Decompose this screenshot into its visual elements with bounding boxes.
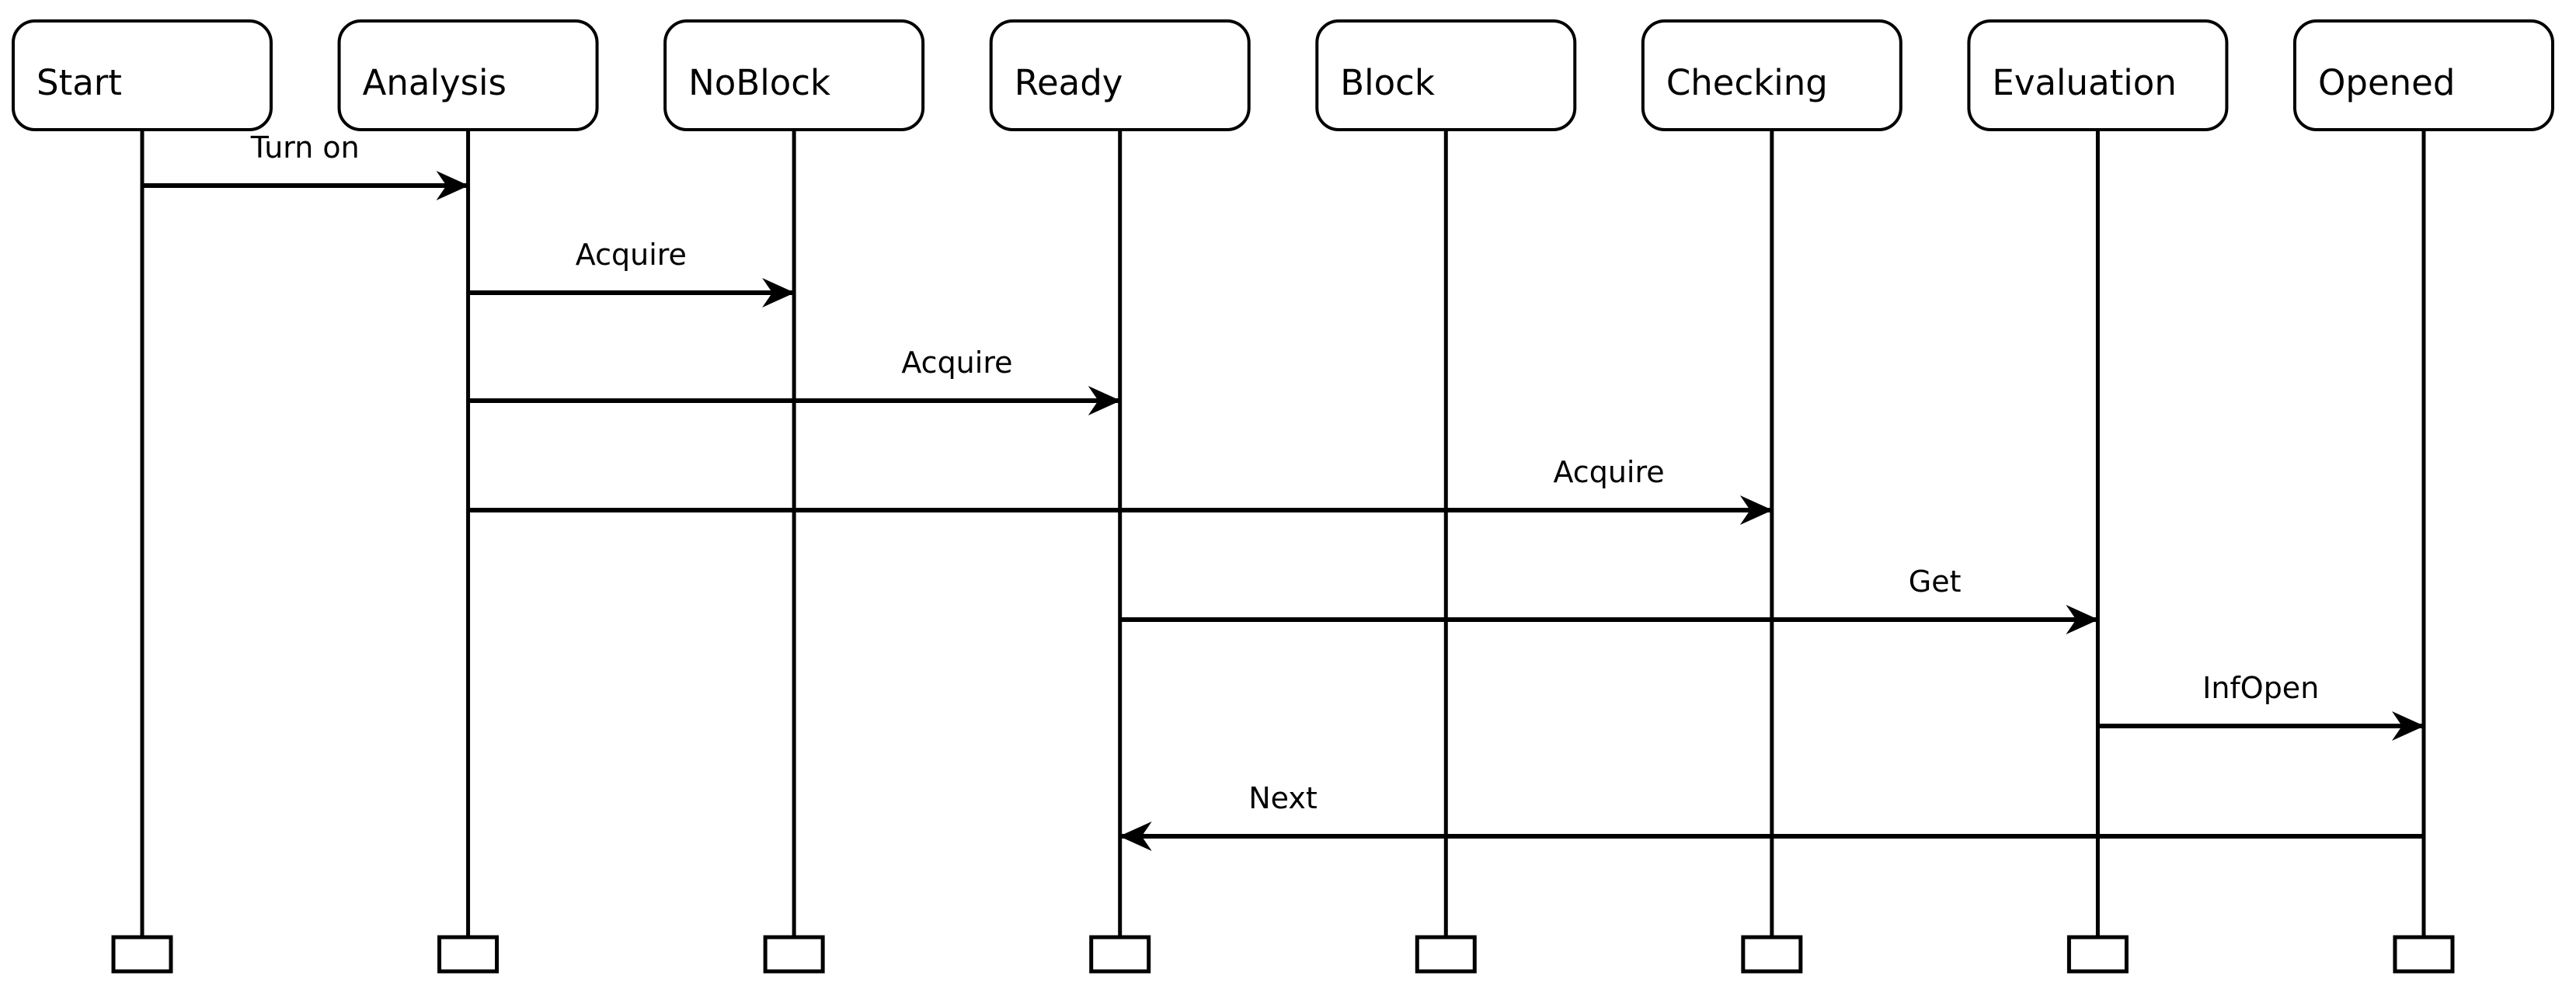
lifeline-end-checking bbox=[1741, 935, 1803, 974]
actor-ready: Ready bbox=[989, 19, 1251, 974]
message-label-3: Acquire bbox=[901, 346, 1012, 380]
lifeline-end-start bbox=[111, 935, 173, 974]
actor-label-analysis: Analysis bbox=[363, 62, 506, 103]
message-4-acquire: Acquire bbox=[468, 455, 1773, 525]
actor-label-noblock: NoBlock bbox=[688, 62, 830, 103]
actor-checking: Checking bbox=[1641, 19, 1902, 974]
message-label-4: Acquire bbox=[1553, 455, 1664, 489]
actor-block: Block bbox=[1315, 19, 1577, 974]
actor-label-evaluation: Evaluation bbox=[1992, 62, 2176, 103]
lifeline-end-ready bbox=[1089, 935, 1151, 974]
actor-start: Start bbox=[12, 19, 273, 974]
lifeline-end-analysis bbox=[437, 935, 500, 974]
message-label-5: Get bbox=[1909, 564, 1962, 599]
lifeline-end-block bbox=[1415, 935, 1477, 974]
message-label-2: Acquire bbox=[576, 238, 687, 272]
lifeline-end-opened bbox=[2393, 935, 2455, 974]
message-7-next: Next bbox=[1119, 781, 2424, 851]
actor-evaluation: Evaluation bbox=[1967, 19, 2229, 974]
actor-label-opened: Opened bbox=[2318, 62, 2455, 103]
actor-label-start: Start bbox=[37, 62, 122, 103]
actor-box-analysis bbox=[337, 19, 599, 131]
actor-opened: Opened bbox=[2292, 19, 2554, 974]
message-label-6: InfOpen bbox=[2202, 671, 2319, 705]
message-2-acquire: Acquire bbox=[468, 238, 795, 307]
message-label-1: Turn on bbox=[250, 130, 360, 165]
actor-box-opened bbox=[2292, 19, 2554, 131]
actor-noblock: NoBlock bbox=[663, 19, 925, 974]
actor-label-checking: Checking bbox=[1666, 62, 1828, 103]
message-6-infopen: InfOpen bbox=[2097, 671, 2425, 741]
actor-label-block: Block bbox=[1340, 62, 1435, 103]
actor-box-ready bbox=[989, 19, 1251, 131]
actor-box-noblock bbox=[663, 19, 925, 131]
actor-box-start bbox=[12, 19, 273, 131]
lifeline-end-noblock bbox=[763, 935, 825, 974]
actor-analysis: Analysis bbox=[337, 19, 599, 974]
message-label-7: Next bbox=[1248, 781, 1318, 815]
message-5-get: Get bbox=[1119, 564, 2099, 634]
actor-box-evaluation bbox=[1967, 19, 2229, 131]
actor-box-block bbox=[1315, 19, 1577, 131]
actor-label-ready: Ready bbox=[1015, 62, 1123, 103]
message-3-acquire: Acquire bbox=[468, 346, 1121, 415]
message-1-turn-on: Turn on bbox=[142, 130, 469, 200]
lifeline-end-evaluation bbox=[2066, 935, 2129, 974]
actor-box-checking bbox=[1641, 19, 1902, 131]
